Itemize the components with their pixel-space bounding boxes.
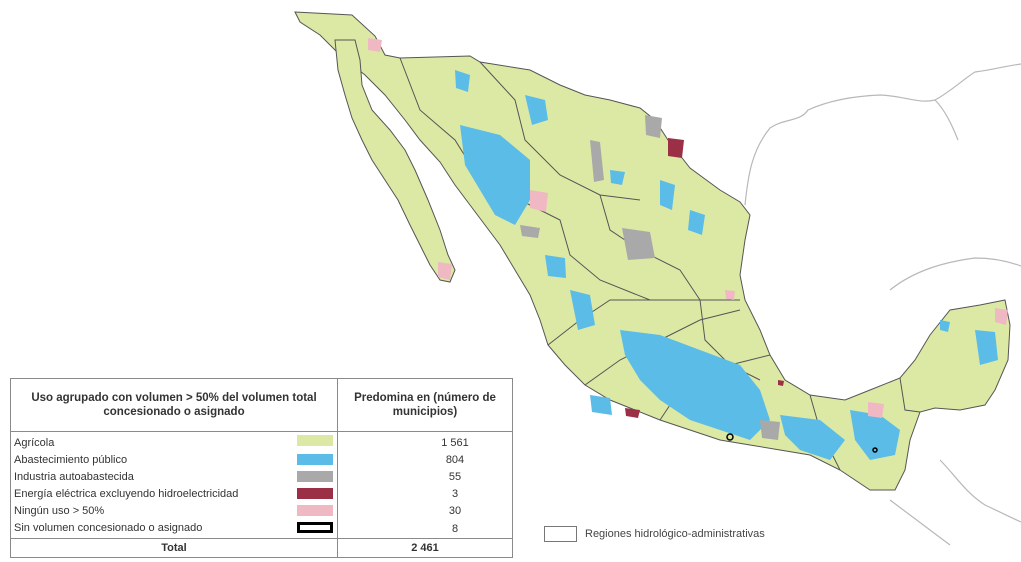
energy-area bbox=[625, 408, 640, 418]
legend-row-label: Ningún uso > 50% bbox=[14, 504, 105, 517]
public-supply-area bbox=[570, 290, 595, 330]
legend-row-label: Agrícola bbox=[14, 436, 55, 449]
central-america-coastline-2 bbox=[889, 499, 951, 546]
public-supply-area bbox=[545, 255, 566, 278]
legend-table: Uso agrupado con volumen > 50% del volum… bbox=[10, 378, 513, 558]
legend-row-count: 1 561 bbox=[337, 431, 513, 451]
legend-total-row: Total 2 461 bbox=[10, 538, 513, 558]
legend-row: Sin volumen concesionado o asignado 8 bbox=[10, 519, 513, 539]
legend-swatch bbox=[297, 505, 333, 516]
legend-swatch bbox=[297, 471, 333, 482]
public-supply-area bbox=[940, 320, 950, 332]
legend-row: Ningún uso > 50% 30 bbox=[10, 502, 513, 519]
legend-row-label: Abastecimiento público bbox=[14, 453, 128, 466]
public-supply-areas bbox=[455, 70, 998, 460]
public-supply-area bbox=[660, 180, 675, 210]
no-majority-areas bbox=[368, 38, 1008, 418]
legend-total-label: Total bbox=[10, 538, 338, 558]
neighbor-coastlines bbox=[744, 63, 1021, 546]
florida-coastline bbox=[934, 99, 959, 141]
energy-areas bbox=[625, 138, 784, 418]
no-majority-area bbox=[725, 290, 735, 300]
legend-swatch-outline bbox=[297, 522, 333, 533]
public-supply-area bbox=[610, 170, 625, 185]
industry-area bbox=[760, 420, 780, 440]
industry-area bbox=[590, 140, 604, 182]
energy-area bbox=[668, 138, 684, 158]
public-supply-area bbox=[975, 330, 998, 365]
baja-california bbox=[334, 39, 456, 283]
region-border bbox=[479, 61, 641, 201]
legend-row-count: 30 bbox=[337, 502, 513, 519]
legend-total-count: 2 461 bbox=[337, 538, 513, 558]
no-majority-area bbox=[368, 38, 382, 52]
region-border bbox=[899, 377, 921, 413]
legend-swatch bbox=[297, 454, 333, 465]
public-supply-area bbox=[850, 410, 900, 460]
industry-area bbox=[520, 225, 540, 238]
industry-area bbox=[645, 115, 662, 138]
legend-row-label: Energía eléctrica excluyendo hidroelectr… bbox=[14, 487, 239, 500]
regions-legend: Regiones hidrológico-administrativas bbox=[544, 526, 765, 542]
no-volume-area bbox=[726, 433, 734, 441]
industry-areas bbox=[520, 115, 780, 440]
no-majority-area bbox=[530, 190, 548, 212]
industry-area bbox=[622, 228, 655, 260]
us-gulf-coastline bbox=[744, 63, 1021, 206]
no-volume-areas bbox=[726, 433, 878, 453]
legend-row: Agrícola 1 561 bbox=[10, 431, 513, 451]
legend-row-label: Sin volumen concesionado o asignado bbox=[14, 521, 203, 534]
public-supply-area bbox=[688, 210, 705, 235]
public-supply-area bbox=[780, 415, 845, 460]
legend-swatch bbox=[297, 435, 333, 446]
energy-area bbox=[778, 380, 784, 386]
legend-row: Energía eléctrica excluyendo hidroelectr… bbox=[10, 485, 513, 502]
legend-row-count: 3 bbox=[337, 485, 513, 502]
regions-legend-label: Regiones hidrológico-administrativas bbox=[585, 528, 765, 540]
legend-row-count: 804 bbox=[337, 451, 513, 468]
regions-swatch bbox=[544, 526, 577, 542]
central-america-coastline bbox=[939, 459, 1021, 523]
no-majority-area bbox=[995, 308, 1008, 325]
legend-row: Abastecimiento público 804 bbox=[10, 451, 513, 468]
public-supply-area bbox=[590, 395, 612, 415]
public-supply-area bbox=[455, 70, 470, 92]
legend-row: Industria autoabastecida 55 bbox=[10, 468, 513, 485]
public-supply-area bbox=[460, 125, 530, 225]
public-supply-area bbox=[525, 95, 548, 125]
legend-header-count: Predomina en (número de municipios) bbox=[337, 378, 513, 432]
legend-row-count: 55 bbox=[337, 468, 513, 485]
no-volume-area bbox=[872, 447, 878, 453]
cuba-coastline bbox=[889, 257, 1021, 291]
region-border bbox=[547, 299, 650, 346]
legend-row-label: Industria autoabastecida bbox=[14, 470, 134, 483]
no-majority-area bbox=[868, 402, 884, 418]
legend-swatch bbox=[297, 488, 333, 499]
public-supply-area bbox=[620, 330, 770, 440]
legend-row-count: 8 bbox=[337, 519, 513, 539]
legend-header-use: Uso agrupado con volumen > 50% del volum… bbox=[10, 378, 338, 432]
no-majority-area bbox=[438, 262, 452, 280]
